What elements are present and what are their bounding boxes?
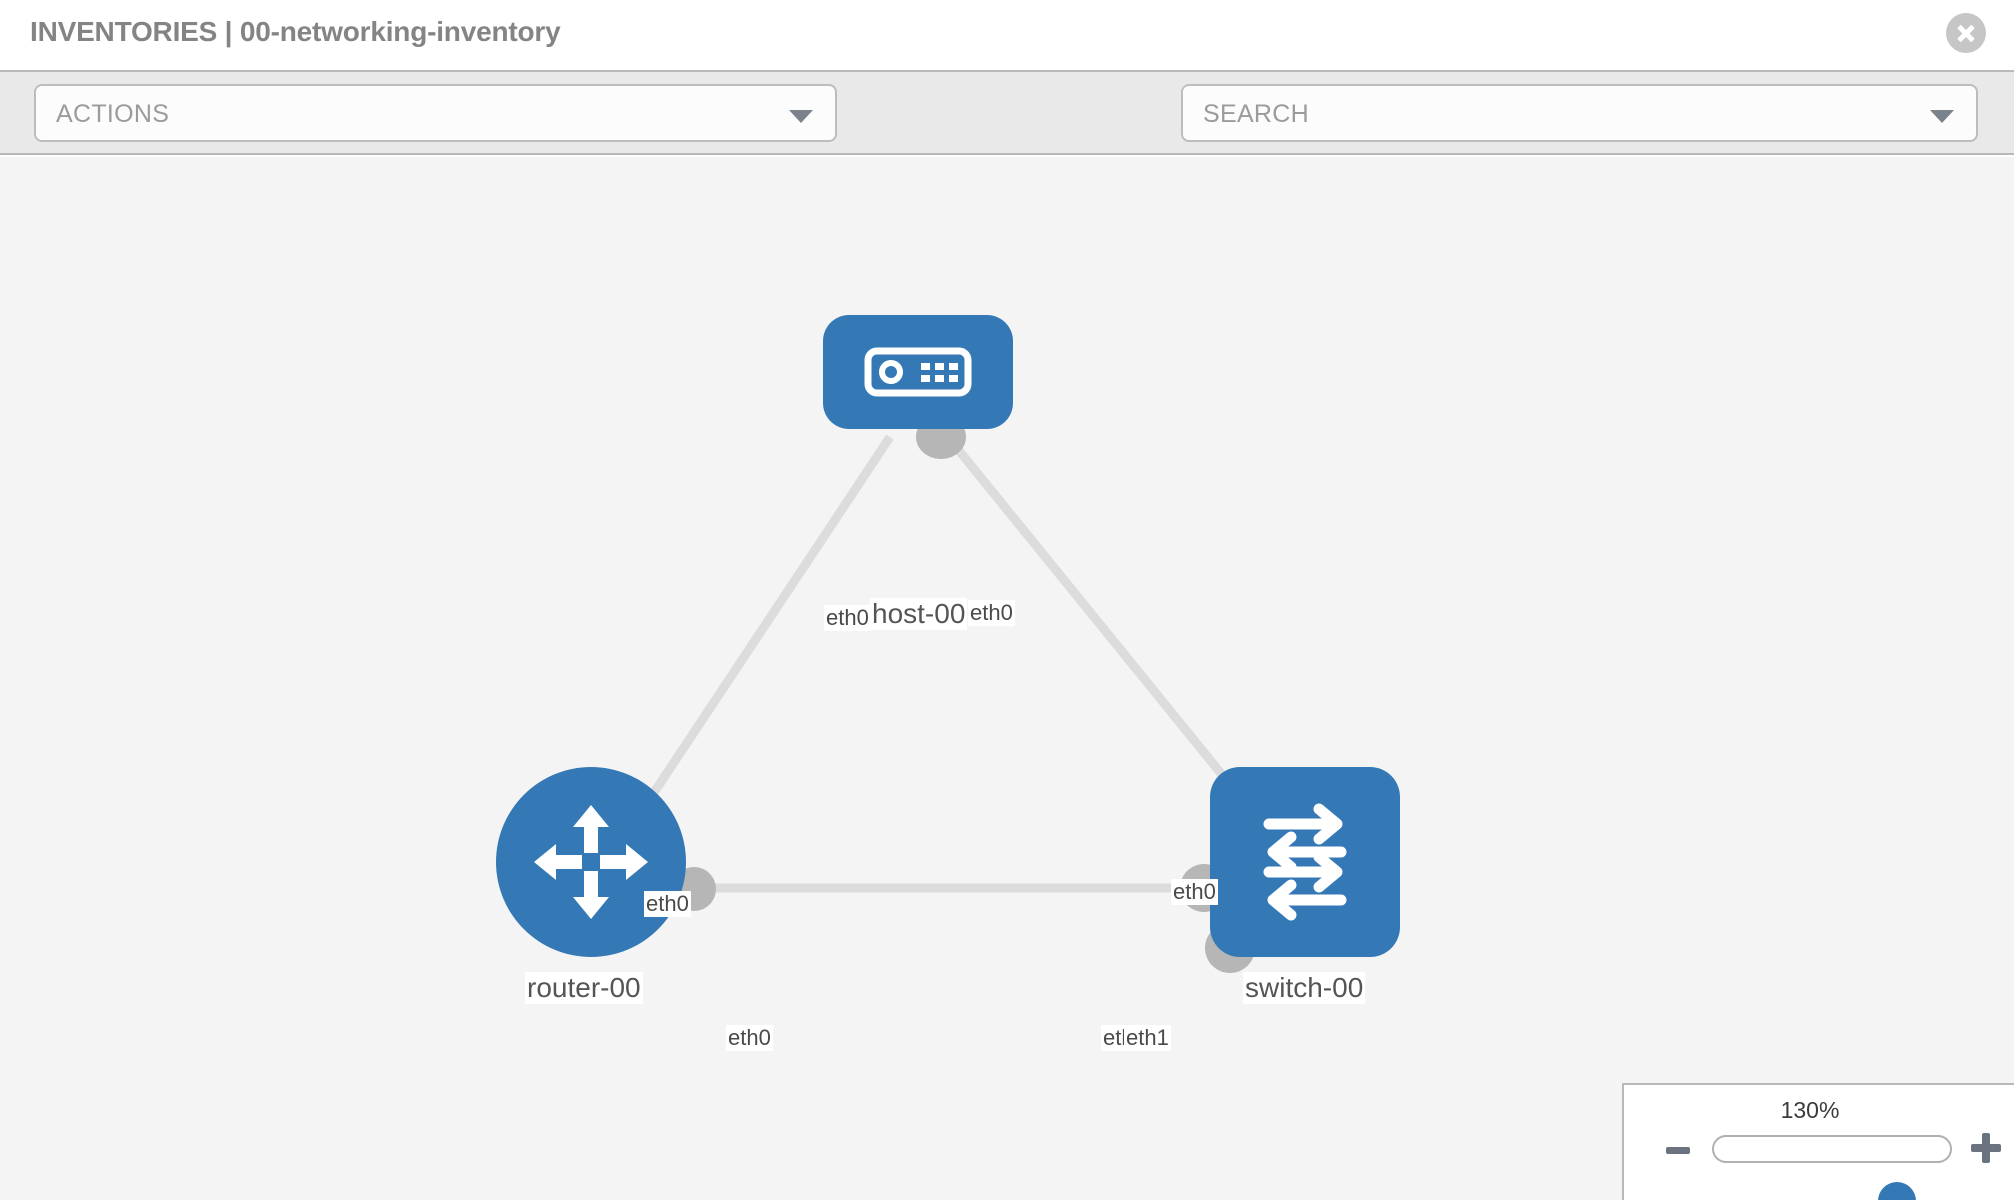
chevron-down-icon [789, 110, 813, 123]
zoom-slider-track[interactable] [1712, 1135, 1952, 1200]
actions-dropdown-label: ACTIONS [56, 100, 170, 128]
edge-label-switch-up: eth0 [1171, 879, 1218, 905]
edge-label-host-right: eth0 [968, 600, 1015, 626]
actions-dropdown[interactable]: ACTIONS [34, 84, 837, 142]
page-header: INVENTORIES | 00-networking-inventory [0, 0, 2014, 70]
page-title: INVENTORIES | 00-networking-inventory [30, 16, 561, 47]
server-icon [864, 347, 972, 397]
close-icon[interactable] [1946, 13, 1986, 53]
chevron-down-icon [1930, 110, 1954, 123]
edge-label-router-up: eth0 [644, 891, 691, 917]
node-host-shape[interactable] [823, 315, 1013, 429]
node-switch-label: switch-00 [1243, 972, 1366, 1004]
node-router-label: router-00 [525, 972, 643, 1004]
zoom-out-button[interactable] [1666, 1147, 1690, 1154]
search-input[interactable]: SEARCH [1181, 84, 1978, 142]
zoom-slider-thumb[interactable] [1878, 1182, 1916, 1200]
node-router-shape[interactable] [496, 767, 686, 957]
search-placeholder: SEARCH [1203, 100, 1309, 128]
router-arrows-icon [534, 805, 648, 919]
node-host-label: host-00 [870, 598, 968, 630]
switch-arrows-icon [1263, 803, 1347, 921]
node-switch-shape[interactable] [1210, 767, 1400, 957]
edge-label-host-left: eth0 [824, 605, 871, 631]
topology-canvas[interactable]: host-00 router-00 [0, 157, 2014, 1200]
toolbar: ACTIONS SEARCH [0, 70, 2014, 210]
zoom-in-button[interactable] [1971, 1133, 2001, 1163]
zoom-control-panel: 130% [1622, 1083, 2014, 1200]
topology-edges [584, 434, 1236, 895]
zoom-level-value: 130% [1780, 1097, 1840, 1123]
edge-label-router-right: eth0 [726, 1025, 773, 1051]
edge-label-switch-left-b: eth1 [1124, 1025, 1171, 1051]
